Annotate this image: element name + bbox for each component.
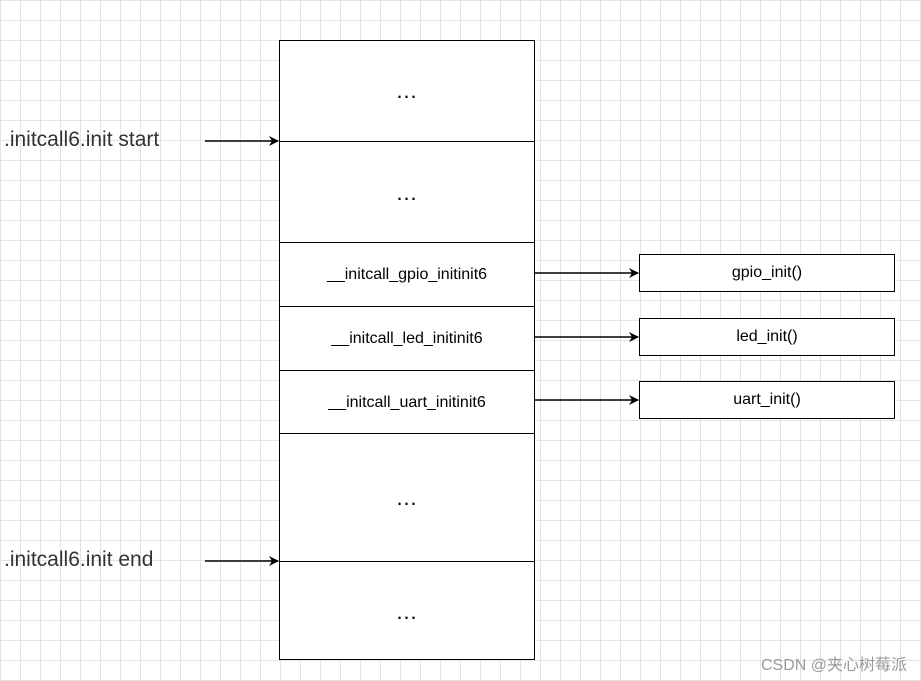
start-marker-label: .initcall6.init start [4, 128, 160, 151]
section-initcall-led: __initcall_led_initinit6 [280, 306, 534, 371]
initcall-section-stack: … … __initcall_gpio_initinit6 __initcall… [279, 40, 535, 660]
section-initcall-gpio: __initcall_gpio_initinit6 [280, 242, 534, 307]
csdn-watermark: CSDN @夹心树莓派 [760, 657, 907, 674]
end-marker-label: .initcall6.init end [4, 548, 154, 571]
section-ellipsis-bottom-2: … [280, 561, 534, 662]
section-ellipsis-top-2: … [280, 141, 534, 243]
function-box-gpio-init: gpio_init() [639, 254, 895, 292]
section-ellipsis-bottom-1: … [280, 433, 534, 562]
function-box-uart-init: uart_init() [639, 381, 895, 419]
section-initcall-uart: __initcall_uart_initinit6 [280, 370, 534, 434]
function-box-led-init: led_init() [639, 318, 895, 356]
section-ellipsis-top-1: … [395, 78, 419, 103]
